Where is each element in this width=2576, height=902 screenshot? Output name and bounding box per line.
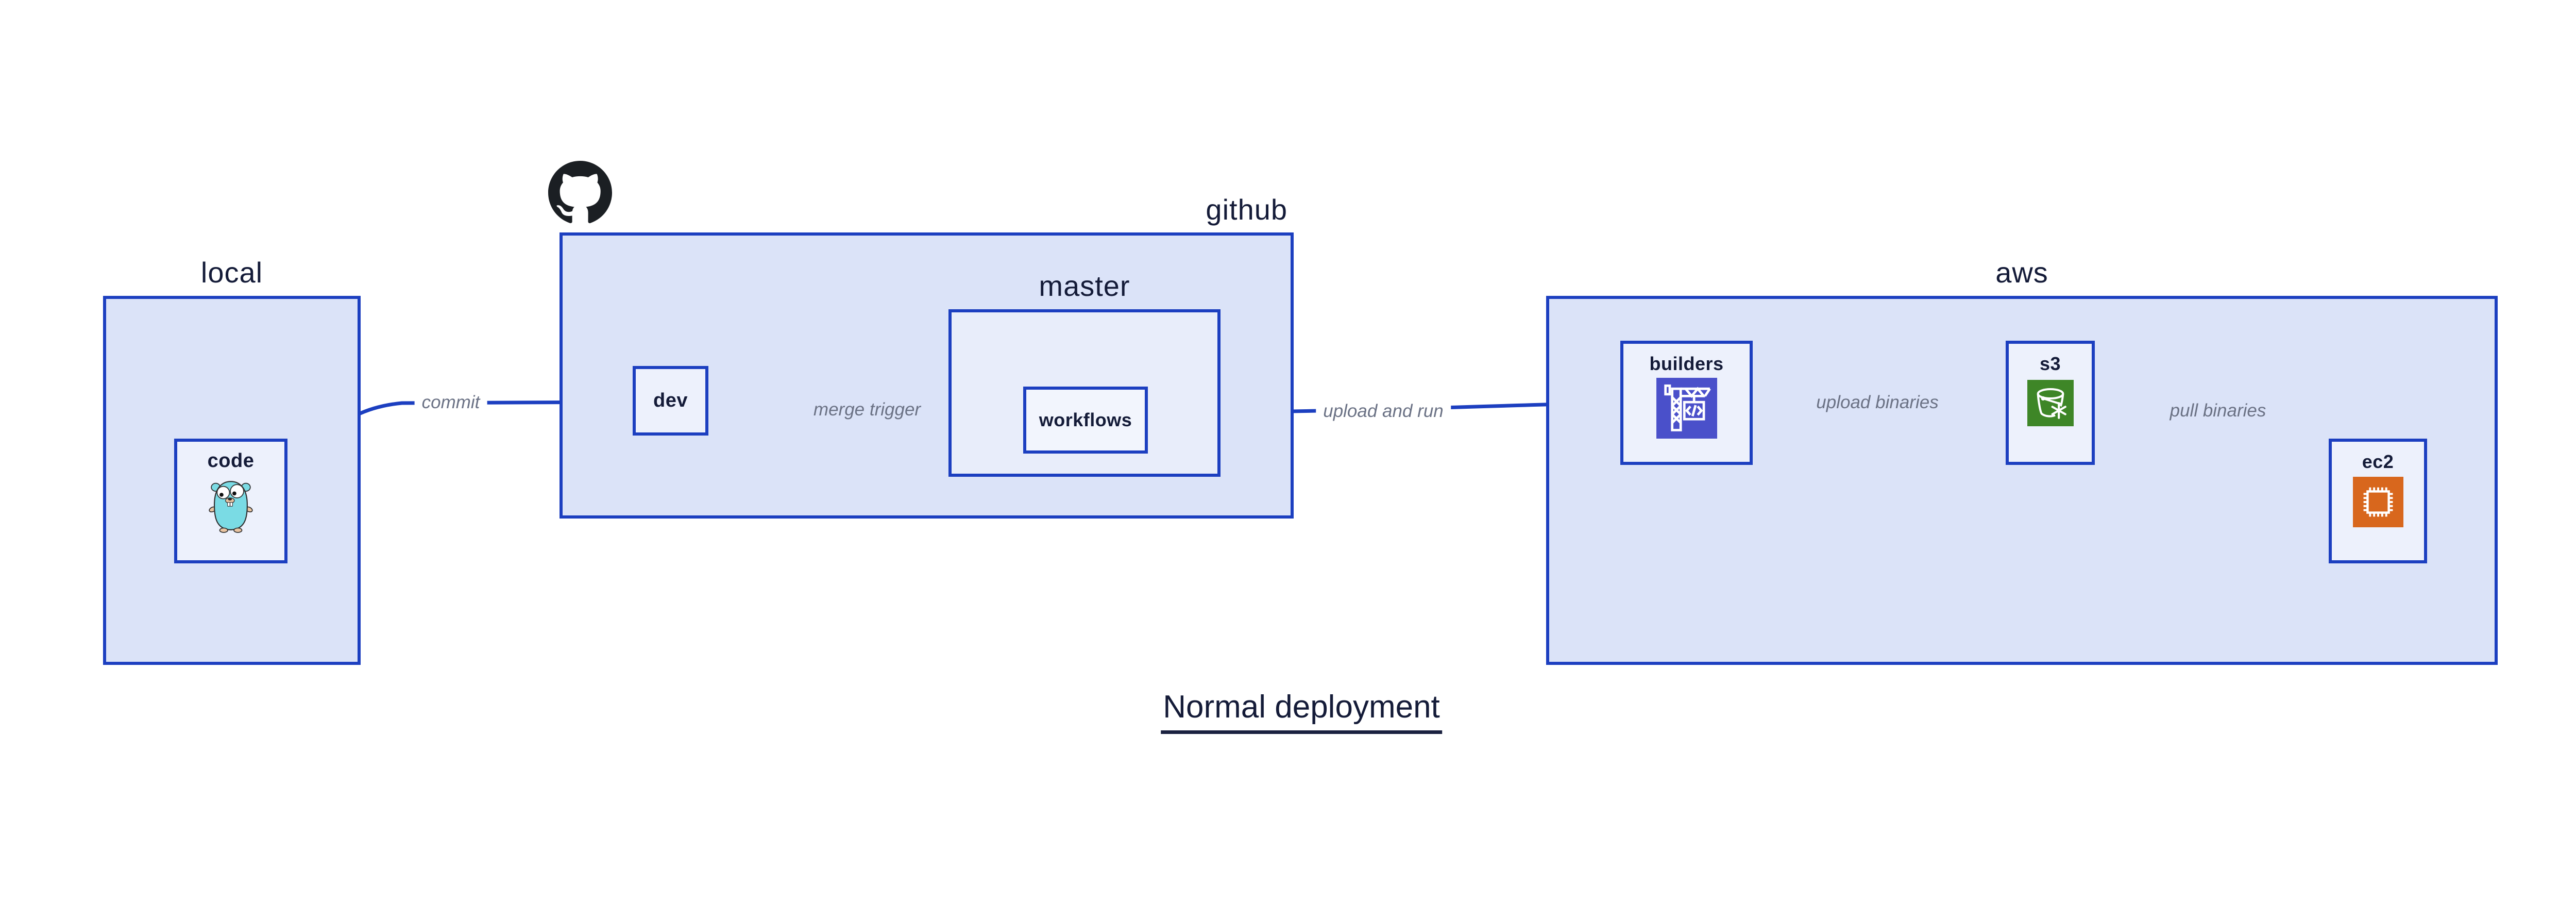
- node-label-ec2: ec2: [2362, 451, 2394, 472]
- group-label-master: master: [1039, 270, 1130, 302]
- node-label-workflows: workflows: [1039, 409, 1132, 430]
- node-workflows: workflows: [1023, 387, 1148, 454]
- node-s3: s3: [2006, 341, 2095, 465]
- aws-codebuild-crane-icon: [1656, 378, 1717, 439]
- node-label-builders: builders: [1649, 353, 1724, 374]
- node-code: code: [174, 439, 287, 563]
- edge-label-commit: commit: [414, 391, 487, 414]
- node-label-code: code: [207, 450, 255, 472]
- aws-s3-glacier-bucket-icon: [2027, 380, 2074, 426]
- node-dev: dev: [633, 366, 708, 436]
- group-label-github: github: [1206, 193, 1287, 226]
- edge-label-merge-trigger: merge trigger: [806, 398, 928, 421]
- group-label-aws: aws: [1995, 256, 2048, 289]
- node-label-s3: s3: [2039, 353, 2061, 374]
- edge-label-pull-binaries: pull binaries: [2162, 399, 2274, 422]
- node-label-dev: dev: [653, 390, 688, 411]
- node-ec2: ec2: [2329, 439, 2427, 563]
- github-octocat-icon: [548, 161, 612, 223]
- edge-label-upload-binaries: upload binaries: [1809, 391, 1946, 414]
- aws-ec2-chip-icon: [2352, 477, 2403, 527]
- edge-label-upload-and-run: upload and run: [1316, 400, 1451, 423]
- group-label-local: local: [200, 256, 263, 289]
- go-gopher-icon: [209, 481, 253, 533]
- diagram-title: Normal deployment: [1161, 689, 1442, 734]
- node-builders: builders: [1620, 341, 1753, 465]
